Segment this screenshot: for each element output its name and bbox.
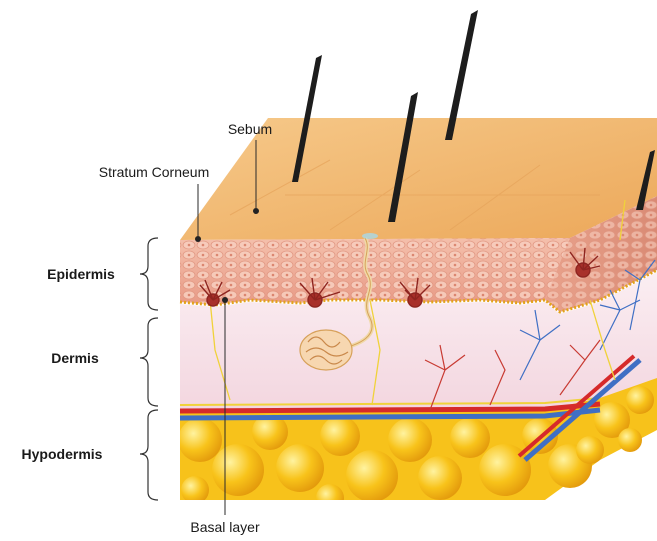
label-sebum: Sebum — [228, 121, 272, 137]
marker-basal-layer — [222, 297, 228, 303]
label-dermis: Dermis — [51, 350, 99, 366]
epidermis-cells — [180, 238, 570, 305]
marker-stratum-corneum — [195, 236, 201, 242]
marker-sebum — [253, 208, 259, 214]
label-hypodermis: Hypodermis — [22, 446, 103, 462]
brace-hypodermis — [140, 410, 158, 500]
label-stratum-corneum: Stratum Corneum — [99, 164, 209, 180]
brace-dermis — [140, 318, 158, 406]
brace-epidermis — [140, 238, 158, 310]
label-epidermis: Epidermis — [47, 266, 115, 282]
label-basal-layer: Basal layer — [190, 519, 260, 535]
